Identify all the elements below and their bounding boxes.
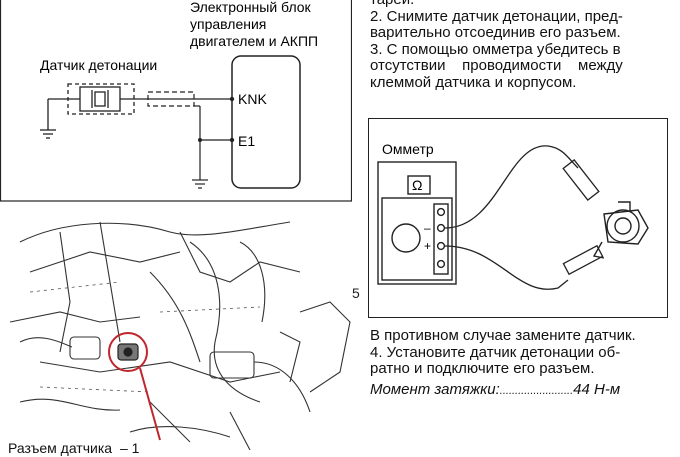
- instructions-top: тареи. 2. Снимите датчик детонации, пред…: [370, 0, 670, 91]
- step3-line2: отсутствии проводимости между: [370, 57, 623, 74]
- step2-line2: варительно отсоединив его разъем.: [370, 24, 621, 41]
- step4-line2: ратно и подключите его разъем.: [370, 360, 595, 377]
- wiring-diagram: Электронный блок управления двигателем и…: [0, 0, 352, 202]
- caption-text: Разъем датчика: [8, 440, 113, 456]
- engine-illustration: 5: [0, 212, 360, 450]
- step3-line3: клеммой датчика и корпусом.: [370, 73, 577, 91]
- ohmmeter-minus: –: [424, 221, 431, 235]
- replace-line: В противном случае замените датчик.: [370, 327, 636, 344]
- photo-caption: Разъем датчика – 1: [8, 440, 139, 457]
- torque-label: Момент затяжки:: [370, 380, 500, 398]
- ecu-label-line1: Электронный блок: [190, 0, 312, 15]
- test-leads: [444, 145, 604, 290]
- instructions-bottom: В противном случае замените датчик. 4. У…: [370, 327, 670, 400]
- ecu-label-line3: двигателем и АКПП: [190, 33, 318, 49]
- sensor-label: Датчик детонации: [40, 57, 157, 73]
- instruction-line0: тареи.: [370, 0, 670, 9]
- ohmmeter-title: Омметр: [382, 141, 434, 157]
- torque-dots: ........................: [499, 384, 574, 397]
- torque-value: 44 Н-м: [573, 380, 621, 398]
- ohmmeter-plus: +: [424, 239, 431, 253]
- caption-dash: –: [119, 440, 128, 456]
- ecu-box: [231, 55, 301, 189]
- step3-line1: 3. С помощью омметра убедитесь в: [370, 40, 621, 58]
- callout-number: 1: [131, 440, 140, 456]
- step2-line1: 2. Снимите датчик детонации, пред-: [370, 7, 623, 25]
- margin-mark: 5: [352, 285, 360, 301]
- engine-lines: [9, 221, 351, 450]
- ohmmeter-figure: Омметр Ω – +: [368, 118, 668, 318]
- torque-line: Момент затяжки:........................4…: [370, 380, 670, 400]
- shielded-wire: [147, 91, 232, 189]
- pin-knk-label: KNK: [238, 91, 267, 107]
- ecu-label-line2: управления: [190, 16, 266, 32]
- connector-highlight-circle: [108, 332, 148, 372]
- ohm-symbol-icon: Ω: [412, 177, 422, 193]
- step4-line1: 4. Установите датчик детонации об-: [370, 343, 621, 361]
- knock-sensor-symbol: [40, 83, 148, 139]
- callout-line: [139, 367, 161, 441]
- pin-e1-label: E1: [238, 133, 255, 149]
- ohmmeter-body: [377, 161, 457, 285]
- knock-sensor-drawing: [592, 201, 649, 259]
